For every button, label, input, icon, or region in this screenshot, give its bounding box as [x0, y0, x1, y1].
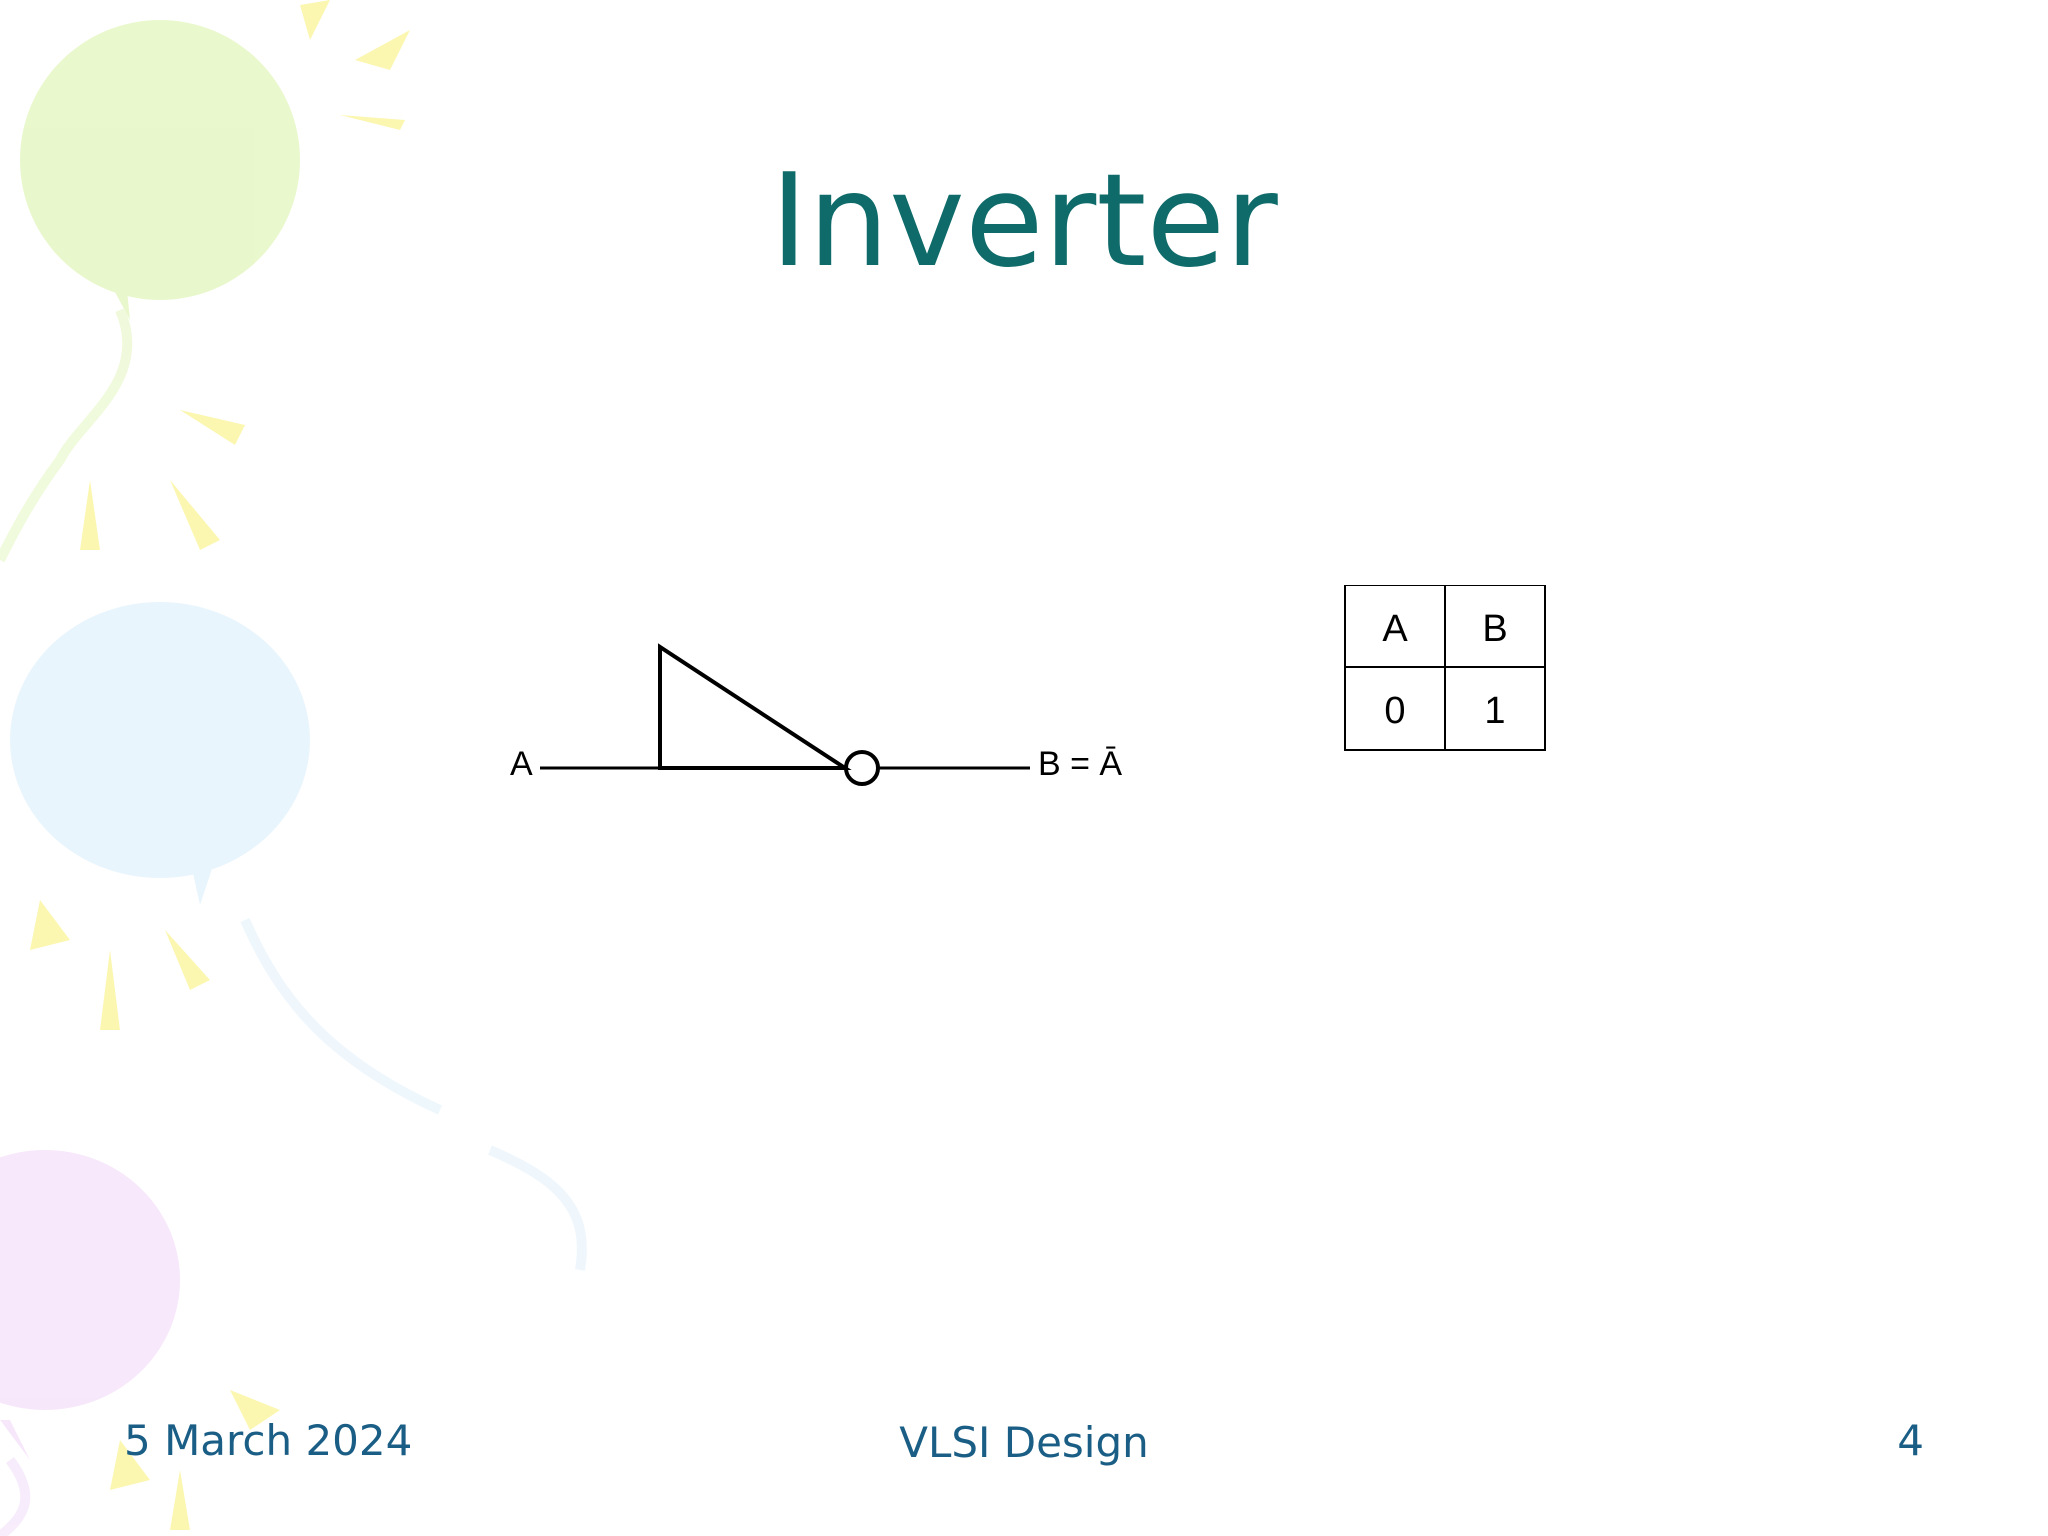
inverter-bubble-icon	[844, 750, 880, 786]
sun-rays-icon	[30, 0, 410, 1530]
input-label: A	[510, 745, 533, 783]
truth-table-header-b: B	[1482, 608, 1507, 650]
page-number: 4	[1897, 1416, 1924, 1465]
truth-table-cell-a: 0	[1384, 690, 1405, 732]
footer-date: 5 March 2024	[124, 1416, 413, 1465]
truth-table: A B 0 1	[1344, 585, 1546, 751]
blue-balloon-icon	[10, 602, 587, 1271]
slide-title: Inverter	[770, 147, 1278, 296]
footer-title: VLSI Design	[899, 1418, 1149, 1467]
balloon-decoration	[0, 0, 587, 1536]
truth-table-cell-b: 1	[1484, 690, 1505, 732]
green-balloon-icon	[0, 20, 300, 563]
truth-table-header-a: A	[1382, 608, 1408, 650]
purple-balloon-icon	[0, 1150, 180, 1536]
output-label: B = Ā	[1038, 745, 1122, 783]
inverter-triangle-icon	[658, 643, 852, 770]
inverter-figure: A B = Ā A B 0 1	[510, 585, 1546, 786]
